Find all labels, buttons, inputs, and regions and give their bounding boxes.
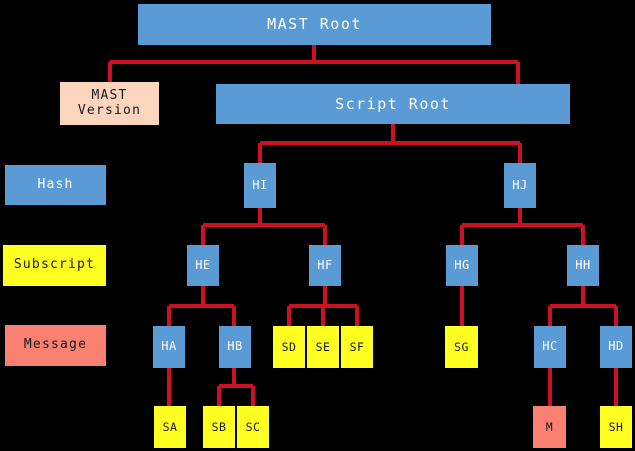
node-hb[interactable]: HB xyxy=(219,326,251,368)
node-mast-root[interactable]: MAST Root xyxy=(138,4,491,45)
node-hc[interactable]: HC xyxy=(534,326,566,368)
node-sc[interactable]: SC xyxy=(237,406,269,448)
node-sf[interactable]: SF xyxy=(341,326,373,368)
node-mast-version[interactable]: MAST Version xyxy=(60,82,159,125)
node-sd[interactable]: SD xyxy=(273,326,305,368)
node-ha[interactable]: HA xyxy=(153,326,185,368)
node-hg[interactable]: HG xyxy=(446,245,478,286)
node-se[interactable]: SE xyxy=(307,326,339,368)
node-sa[interactable]: SA xyxy=(154,406,186,448)
legend-message: Message xyxy=(5,325,106,366)
legend-subscript: Subscript xyxy=(3,245,106,286)
node-sh[interactable]: SH xyxy=(600,406,632,448)
node-script-root[interactable]: Script Root xyxy=(216,84,570,124)
legend-hash: Hash xyxy=(5,165,106,205)
node-sb[interactable]: SB xyxy=(203,406,235,448)
node-hf[interactable]: HF xyxy=(309,245,341,286)
node-sg[interactable]: SG xyxy=(445,326,478,368)
node-hj[interactable]: HJ xyxy=(504,163,536,208)
node-hi[interactable]: HI xyxy=(244,163,276,208)
node-m[interactable]: M xyxy=(533,406,566,448)
node-hd[interactable]: HD xyxy=(600,326,632,368)
node-hh[interactable]: HH xyxy=(567,245,599,286)
node-he[interactable]: HE xyxy=(187,245,219,286)
